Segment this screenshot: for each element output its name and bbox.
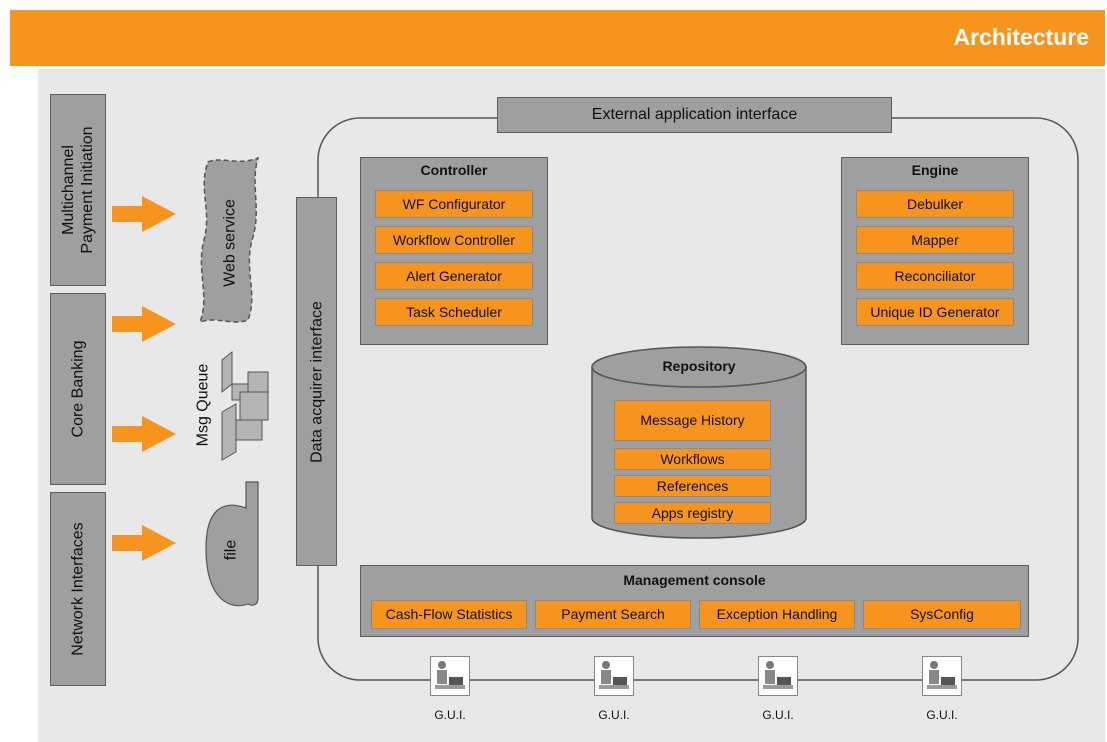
- management-console-group: Management console Cash-Flow Statistics …: [360, 565, 1029, 637]
- operator-workstation-icon: [758, 656, 798, 696]
- controller-item: Workflow Controller: [375, 226, 533, 254]
- external-application-interface-box: External application interface: [497, 97, 892, 133]
- operator-workstation-icon: [594, 656, 634, 696]
- engine-item: Debulker: [856, 190, 1014, 218]
- arrow-icon: [112, 525, 176, 561]
- repository-item: References: [614, 475, 771, 497]
- controller-item: Task Scheduler: [375, 298, 533, 326]
- header-title: Architecture: [953, 24, 1089, 50]
- web-service-label: Web service: [221, 198, 239, 287]
- management-console-item: Cash-Flow Statistics: [371, 600, 527, 629]
- gui-terminal: G.U.I.: [420, 656, 480, 726]
- channel-core-banking-label: Core Banking: [69, 340, 87, 438]
- repository-item: Workflows: [614, 448, 771, 470]
- gui-label: G.U.I.: [762, 708, 794, 722]
- controller-group: Controller WF Configurator Workflow Cont…: [360, 157, 548, 345]
- engine-group: Engine Debulker Mapper Reconciliator Uni…: [841, 157, 1029, 345]
- operator-workstation-icon: [922, 656, 962, 696]
- channel-core-banking-box: Core Banking: [50, 293, 106, 485]
- repository-item: Apps registry: [614, 502, 771, 524]
- web-service-shape: [198, 156, 260, 324]
- msg-queue-label: Msg Queue: [194, 363, 212, 447]
- controller-item: WF Configurator: [375, 190, 533, 218]
- repository-item: Message History: [614, 400, 771, 441]
- header-bar: Architecture: [10, 10, 1105, 66]
- gui-terminal: G.U.I.: [584, 656, 644, 726]
- channel-multichannel-label: Multichannel Payment Initiation: [59, 126, 97, 253]
- channel-network-interfaces-label: Network Interfaces: [69, 522, 87, 656]
- data-acquirer-interface-label: Data acquirer interface: [308, 300, 325, 463]
- gui-label: G.U.I.: [434, 708, 466, 722]
- gui-label: G.U.I.: [598, 708, 630, 722]
- arrow-icon: [112, 416, 176, 452]
- gui-terminal: G.U.I.: [748, 656, 808, 726]
- channel-multichannel-line2: Payment Initiation: [79, 126, 96, 254]
- management-console-item: SysConfig: [863, 600, 1021, 629]
- engine-item: Reconciliator: [856, 262, 1014, 290]
- msg-queue-shape: [221, 350, 269, 461]
- channel-multichannel-line1: Multichannel: [60, 145, 77, 235]
- repository-title: Repository: [662, 358, 736, 374]
- channel-network-interfaces-box: Network Interfaces: [50, 492, 106, 686]
- msg-queue-connector: Msg Queue: [188, 350, 218, 460]
- channel-multichannel-box: Multichannel Payment Initiation: [50, 94, 106, 286]
- arrow-icon: [112, 306, 176, 342]
- file-label: file: [222, 539, 240, 561]
- file-connector: file: [206, 520, 256, 580]
- management-console-title: Management console: [623, 572, 766, 588]
- arrows-group: [112, 196, 176, 561]
- web-service-connector: Web service: [205, 165, 255, 320]
- controller-item: Alert Generator: [375, 262, 533, 290]
- gui-terminal: G.U.I.: [912, 656, 972, 726]
- engine-item: Mapper: [856, 226, 1014, 254]
- management-console-item: Payment Search: [535, 600, 691, 629]
- engine-title: Engine: [911, 162, 959, 178]
- controller-title: Controller: [420, 162, 488, 178]
- gui-label: G.U.I.: [926, 708, 958, 722]
- engine-item: Unique ID Generator: [856, 298, 1014, 326]
- data-acquirer-interface-box: Data acquirer interface: [296, 197, 337, 566]
- management-console-item: Exception Handling: [699, 600, 855, 629]
- operator-workstation-icon: [430, 656, 470, 696]
- arrow-icon: [112, 196, 176, 232]
- file-shape: [205, 481, 259, 607]
